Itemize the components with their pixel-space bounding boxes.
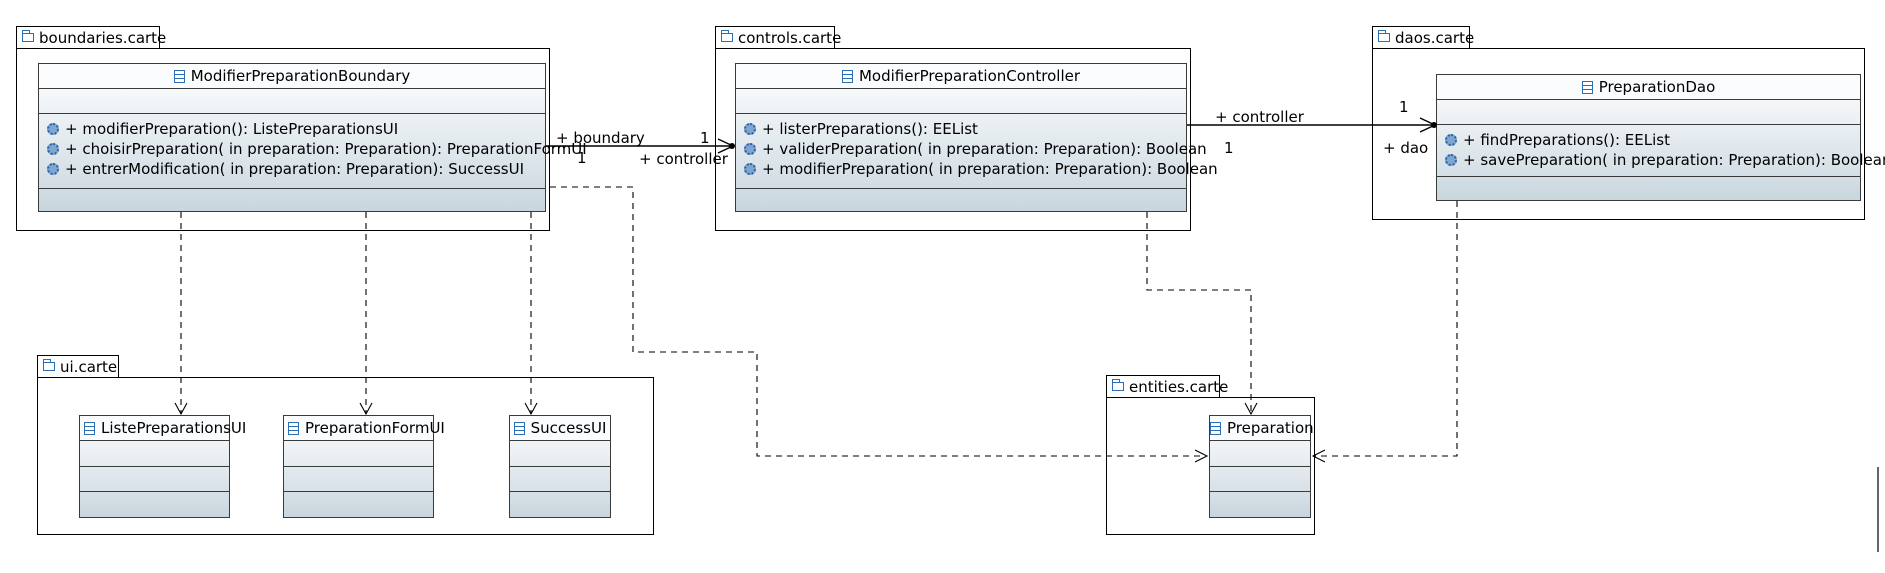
- package-tab-ui[interactable]: ui.carte: [37, 355, 119, 377]
- class-name: ListePreparationsUI: [101, 419, 247, 437]
- multiplicity-label: 1: [1224, 139, 1234, 157]
- association-end-dot: [729, 143, 735, 149]
- operation-icon: [1445, 154, 1457, 166]
- class-header: ListePreparationsUI: [80, 416, 246, 441]
- operation-text: + savePreparation( in preparation: Prepa…: [1463, 151, 1885, 169]
- operation-row[interactable]: + choisirPreparation( in preparation: Pr…: [39, 139, 587, 159]
- package-tab-entities[interactable]: entities.carte: [1106, 375, 1228, 397]
- class-name: PreparationFormUI: [305, 419, 445, 437]
- operation-row[interactable]: + validerPreparation( in preparation: Pr…: [736, 139, 1207, 159]
- package-name: entities.carte: [1129, 378, 1229, 396]
- class-header: ModifierPreparationBoundary: [39, 64, 545, 89]
- class-icon: [1210, 422, 1221, 435]
- folder-icon: [1112, 379, 1124, 391]
- class-icon: [288, 422, 299, 435]
- operation-row[interactable]: + modifierPreparation( in preparation: P…: [736, 159, 1218, 179]
- operations-compartment: + modifierPreparation(): ListePreparatio…: [39, 114, 587, 189]
- class-name: SuccessUI: [530, 419, 607, 437]
- operation-icon: [1445, 134, 1457, 146]
- operation-text: + modifierPreparation(): ListePreparatio…: [65, 120, 399, 138]
- package-name: daos.carte: [1395, 29, 1475, 47]
- operation-icon: [744, 143, 756, 155]
- class-icon: [1581, 81, 1593, 94]
- package-tab-controls[interactable]: controls.carte: [715, 26, 841, 48]
- operations-compartment: [1210, 467, 1310, 492]
- operation-row[interactable]: + listerPreparations(): EEList: [736, 119, 1186, 139]
- attributes-compartment: [1437, 100, 1860, 125]
- operations-compartment: [510, 467, 610, 492]
- package-name: ui.carte: [60, 358, 118, 376]
- class-icon: [84, 422, 95, 435]
- folder-icon: [1378, 30, 1390, 42]
- package-tab-boundaries[interactable]: boundaries.carte: [16, 26, 166, 48]
- class-name: PreparationDao: [1598, 78, 1716, 96]
- operation-icon: [47, 123, 59, 135]
- class-header: Preparation: [1210, 416, 1314, 441]
- dependency-arrowheads: [174, 402, 1326, 463]
- role-label-dao: + dao: [1383, 139, 1429, 157]
- class-header: SuccessUI: [510, 416, 610, 441]
- folder-icon: [22, 30, 34, 42]
- folder-icon: [43, 359, 55, 371]
- multiplicity-label: 1: [700, 129, 710, 147]
- class-icon: [173, 70, 185, 83]
- multiplicity-label: 1: [1399, 98, 1409, 116]
- attributes-compartment: [736, 89, 1186, 114]
- operation-icon: [47, 143, 59, 155]
- class-name: ModifierPreparationBoundary: [190, 67, 411, 85]
- multiplicity-label: 1: [577, 149, 587, 167]
- operations-compartment: [284, 467, 433, 492]
- class-header: PreparationFormUI: [284, 416, 445, 441]
- class-success-ui[interactable]: SuccessUI: [509, 415, 611, 518]
- operation-text: + entrerModification( in preparation: Pr…: [65, 160, 525, 178]
- attributes-compartment: [284, 441, 433, 467]
- operation-row[interactable]: + modifierPreparation(): ListePreparatio…: [39, 119, 545, 139]
- class-header: ModifierPreparationController: [736, 64, 1186, 89]
- class-name: ModifierPreparationController: [858, 67, 1081, 85]
- dependency-dao-preparation[interactable]: [1315, 201, 1458, 457]
- class-preparation[interactable]: Preparation: [1209, 415, 1314, 518]
- operation-text: + listerPreparations(): EEList: [762, 120, 978, 138]
- operation-text: + modifierPreparation( in preparation: P…: [762, 160, 1218, 178]
- operation-text: + choisirPreparation( in preparation: Pr…: [65, 140, 587, 158]
- package-tab-daos[interactable]: daos.carte: [1372, 26, 1474, 48]
- operations-compartment: [80, 467, 229, 492]
- package-name: controls.carte: [738, 29, 842, 47]
- operation-row[interactable]: + findPreparations(): EEList: [1437, 130, 1860, 150]
- class-header: PreparationDao: [1437, 75, 1860, 100]
- class-modifier-preparation-boundary[interactable]: ModifierPreparationBoundary + modifierPr…: [38, 63, 587, 212]
- package-name: boundaries.carte: [39, 29, 167, 47]
- class-preparation-form-ui[interactable]: PreparationFormUI: [283, 415, 445, 518]
- attributes-compartment: [510, 441, 610, 467]
- operation-icon: [47, 163, 59, 175]
- attributes-compartment: [39, 89, 545, 114]
- attributes-compartment: [1210, 441, 1310, 467]
- class-icon: [513, 422, 525, 435]
- operation-icon: [744, 123, 756, 135]
- dependency-controller-preparation[interactable]: [1146, 212, 1252, 413]
- role-label-controller: + controller: [639, 150, 728, 168]
- operations-compartment: + listerPreparations(): EEList + valider…: [736, 114, 1218, 189]
- operation-row[interactable]: + savePreparation( in preparation: Prepa…: [1437, 150, 1885, 170]
- class-preparation-dao[interactable]: PreparationDao + findPreparations(): EEL…: [1436, 74, 1885, 201]
- class-name: Preparation: [1227, 419, 1314, 437]
- attributes-compartment: [80, 441, 229, 467]
- operation-icon: [744, 163, 756, 175]
- operations-compartment: + findPreparations(): EEList + savePrepa…: [1437, 125, 1885, 177]
- operation-text: + validerPreparation( in preparation: Pr…: [762, 140, 1207, 158]
- role-label-boundary: + boundary: [556, 129, 645, 147]
- class-icon: [841, 70, 853, 83]
- role-label-controller: + controller: [1215, 108, 1304, 126]
- folder-icon: [721, 30, 733, 42]
- operation-row[interactable]: + entrerModification( in preparation: Pr…: [39, 159, 545, 179]
- class-modifier-preparation-controller[interactable]: ModifierPreparationController + listerPr…: [735, 63, 1218, 212]
- association-end-dot: [1431, 122, 1437, 128]
- dependency-boundary-preparation[interactable]: [550, 186, 1205, 457]
- class-liste-preparations-ui[interactable]: ListePreparationsUI: [79, 415, 246, 518]
- operation-text: + findPreparations(): EEList: [1463, 131, 1670, 149]
